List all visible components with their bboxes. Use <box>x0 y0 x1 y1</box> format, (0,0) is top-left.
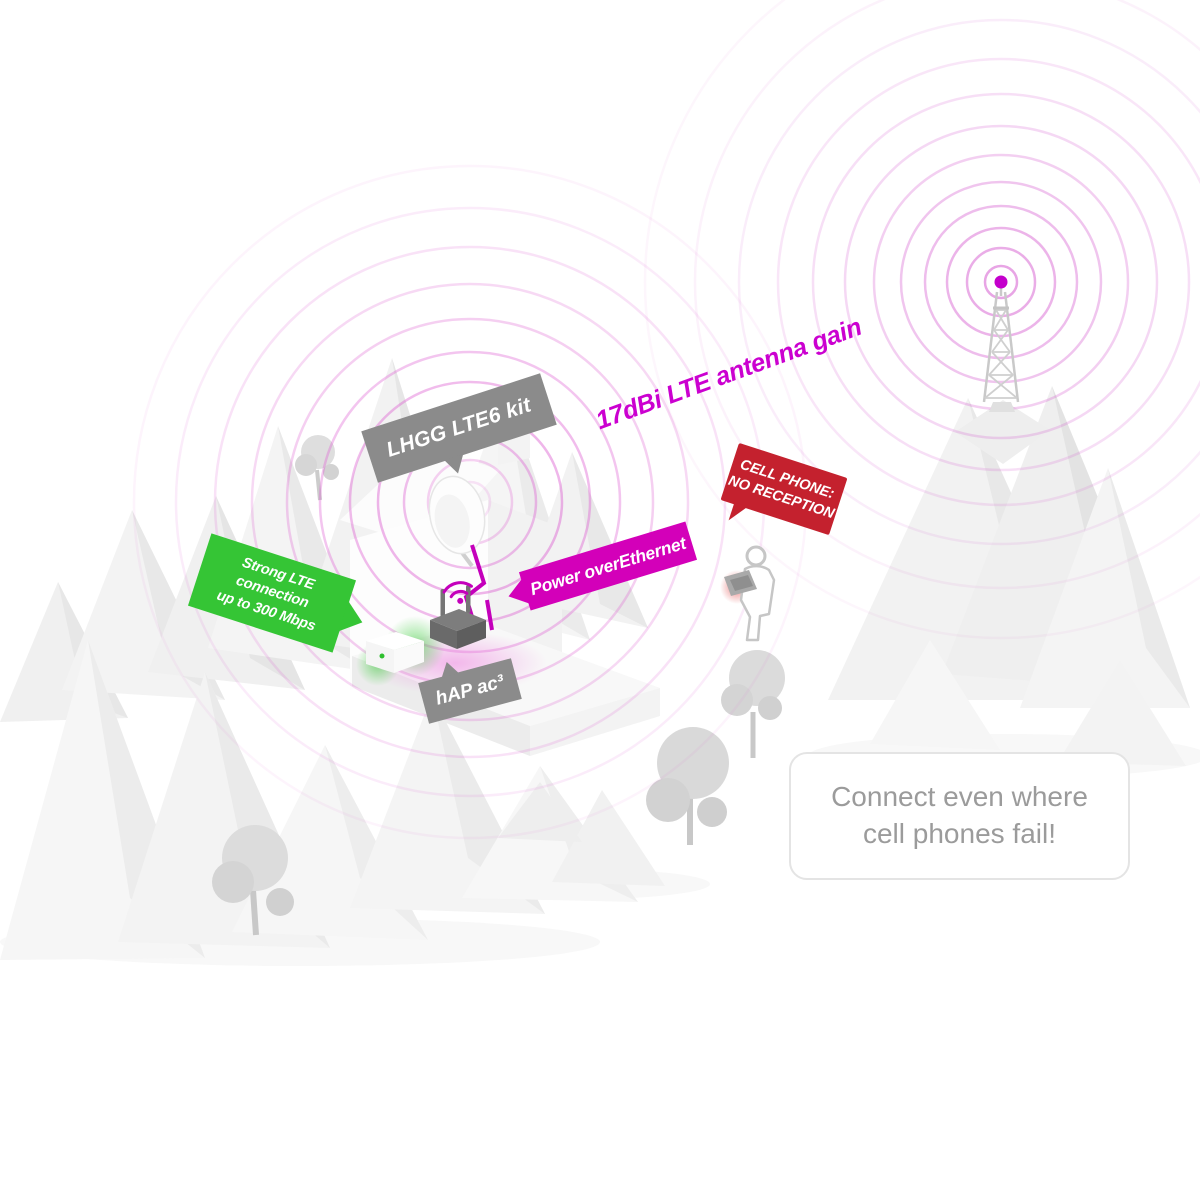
tower-beacon-icon <box>994 275 1008 289</box>
person-with-phone-icon <box>720 545 776 642</box>
tree <box>646 727 729 845</box>
wifi-signal-icon <box>442 581 473 604</box>
connect-line2: cell phones fail! <box>862 818 1056 849</box>
tree <box>295 435 339 501</box>
connect-line1: Connect even where <box>831 781 1088 813</box>
status-led <box>379 653 385 659</box>
tower-ridge <box>955 400 1050 464</box>
dish-antenna-icon <box>428 475 486 568</box>
radio-waves-tower-icon <box>643 0 1200 640</box>
connect-message-box: Connect even where cell phones fail! <box>789 752 1130 880</box>
router-icon <box>430 581 486 649</box>
mountains-right <box>828 386 1190 766</box>
tree <box>212 825 294 936</box>
cell-tower-icon <box>982 275 1020 412</box>
tree <box>721 650 785 758</box>
